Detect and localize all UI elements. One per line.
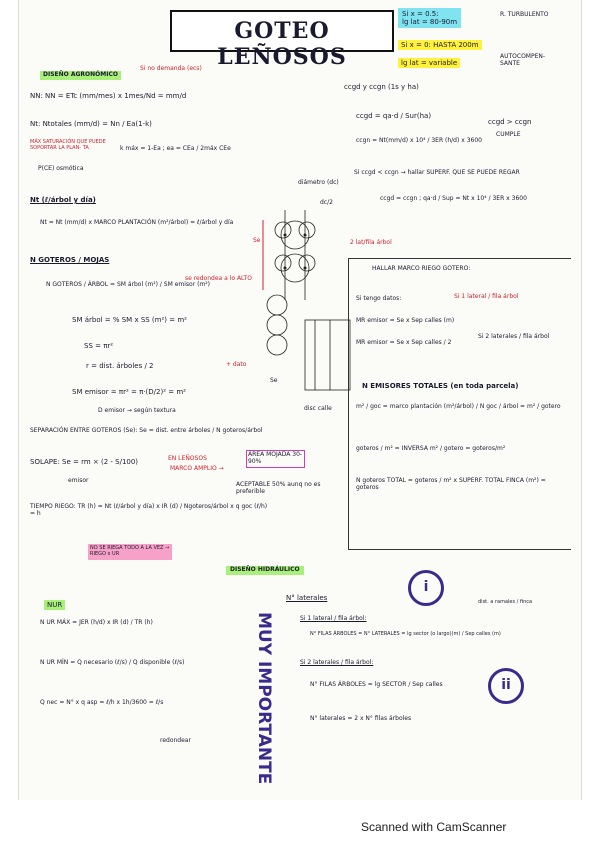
formula-nt-arbol: Nt = Nt (mm/d) x MARCO PLANTACIÓN (m²/ár… bbox=[40, 219, 234, 226]
formula-m2-goc: m² / goc = marco plantación (m²/árbol) /… bbox=[356, 403, 561, 410]
note-redondea: se redondea a lo ALTO bbox=[185, 275, 252, 282]
label-si1-lat: Si 1 lateral / fila árbol: bbox=[300, 615, 367, 622]
heading-diseno-hidraulico: DISEÑO HIDRÁULICO bbox=[226, 566, 304, 575]
footer-camscanner: Scanned with CamScanner bbox=[361, 820, 507, 834]
label-laterales-fila: Si 1 lateral / fila árbol bbox=[454, 293, 519, 300]
formula-nn: NN: NN = ETc (mm/mes) x 1mes/Nd = mm/d bbox=[30, 92, 187, 100]
formula-sm-arbol: SM árbol = % SM x SS (m²) = m² bbox=[72, 316, 187, 324]
label-se: Se bbox=[253, 237, 261, 244]
box-area-mojada: ÁREA MOJADA 30-90% bbox=[246, 450, 305, 468]
note-x05-line2: lg lat = 80-90m bbox=[402, 18, 458, 27]
formula-n-filas1: N° FILAS ÁRBOLES = N° LATERALES = lg sec… bbox=[310, 631, 501, 637]
label-diametro: diámetro (dc) bbox=[298, 179, 339, 186]
muy-importante-text: MUY IMPORTANTE bbox=[254, 612, 274, 785]
heading-hallar-marco: HALLAR MARCO RIEGO GOTERO: bbox=[372, 265, 471, 272]
note-no-se-riega: NO SE RIEGA TODO A LA VEZ → RIEGO x UR bbox=[88, 544, 172, 560]
circle-i: i bbox=[408, 570, 444, 606]
note-max-saturacion: MÁX SATURACIÓN QUE PUEDE SOPORTAR LA PLA… bbox=[30, 139, 106, 151]
note-lglat: lg lat = variable bbox=[398, 58, 461, 69]
notebook-page bbox=[18, 0, 582, 800]
label-si2-lat: Si 2 laterales / fila árbol: bbox=[300, 659, 374, 666]
formula-mr-emisor1: MR emisor = Se x Sep calles (m) bbox=[356, 317, 455, 324]
note-x05-line1: Si x = 0.5: bbox=[402, 10, 439, 18]
heading-ccgd: ccgd y ccgn (1s y ha) bbox=[344, 83, 419, 91]
formula-n-laterales2: N° laterales = 2 x N° filas árboles bbox=[310, 715, 412, 722]
note-d-emisor: D emisor → según textura bbox=[98, 407, 176, 414]
page-title: GOTEO LEÑOSOS bbox=[217, 18, 347, 70]
heading-diseno-agronomico: DISEÑO AGRONÓMICO bbox=[40, 71, 121, 80]
circle-ii: ii bbox=[488, 668, 524, 704]
formula-goteros-m2: goteros / m² = INVERSA m² / gotero = got… bbox=[356, 445, 506, 452]
formula-s-emisor: SM emisor = πr² = π·(D/2)² = m² bbox=[72, 388, 186, 396]
formula-solape: SOLAPE: Se = rm × (2 - S/100) bbox=[30, 458, 139, 466]
label-emisor: emisor bbox=[68, 477, 89, 484]
formula-n-filas2: N° FILAS ÁRBOLES = lg SECTOR / Sep calle… bbox=[310, 681, 443, 688]
formula-n-goteros: N GOTEROS / ÁRBOL = SM árbol (m²) / SM e… bbox=[46, 281, 211, 288]
note-aceptable: ACEPTABLE 50% aunq no es preferible bbox=[236, 481, 321, 495]
label-disc-calle: disc calle bbox=[304, 405, 332, 412]
formula-separacion: SEPARACIÓN ENTRE GOTEROS (Se): Se = dist… bbox=[30, 427, 263, 434]
formula-mr-emisor2: MR emisor = Se x Sep calles / 2 bbox=[356, 339, 452, 346]
formula-ccgd-eq: ccgd = ccgn ; qa·d / Sup = Nt x 10⁴ / 3E… bbox=[380, 195, 527, 202]
circle-i-label: i bbox=[423, 579, 429, 595]
formula-nur-max: N UR MÁX = JER (h/d) x IR (d) / TR (h) bbox=[40, 619, 153, 626]
label-dc2: dc/2 bbox=[320, 199, 333, 206]
formula-ccgd: ccgd = qa·d / Sur(ha) bbox=[356, 112, 432, 120]
formula-nur-min: N UR MÍN = Q necesario (ℓ/s) / Q disponi… bbox=[40, 659, 185, 666]
heading-nur: NUR bbox=[44, 600, 66, 611]
circle-ii-label: ii bbox=[501, 677, 511, 693]
note-dato: + dato bbox=[226, 361, 247, 368]
heading-nt-arbol: Nt (ℓ/árbol y día) bbox=[30, 196, 96, 204]
label-lat-fila: 2 lat/fila árbol bbox=[350, 239, 392, 246]
note-dist-ramales: dist. a ramales / finca bbox=[478, 599, 533, 605]
label-si2-laterales: Si 2 laterales / fila árbol bbox=[478, 333, 550, 340]
note-si-no-demanda: Si no demanda (ecs) bbox=[140, 65, 202, 72]
heading-n-goteros: N GOTEROS / MOJAS bbox=[30, 256, 110, 264]
note-en-lenosos: EN LEÑOSOS bbox=[168, 455, 207, 462]
formula-kmax: k máx = 1-Ea ; ea = CEa / 2máx CEe bbox=[120, 145, 231, 152]
title-box: GOTEO LEÑOSOS bbox=[170, 10, 394, 70]
formula-ss: SS = πr² bbox=[84, 342, 114, 350]
note-x0: Si x = 0: HASTA 200m bbox=[398, 40, 482, 51]
formula-nt: Nt: Ntotales (mm/d) = Nn / Ea(1-k) bbox=[30, 120, 152, 128]
note-si-ccgd-lt: Si ccgd < ccgn → hallar SUPERF. QUE SE P… bbox=[354, 169, 520, 176]
formula-r: r = dist. árboles / 2 bbox=[86, 362, 154, 370]
note-ccgd-gt: ccgd > ccgn bbox=[488, 118, 532, 126]
note-turbulento: R. TURBULENTO bbox=[500, 11, 549, 18]
formula-tiempo-riego: TIEMPO RIEGO: TR (h) = Nt (ℓ/árbol y día… bbox=[30, 503, 268, 517]
note-marco-amplio: MARCO AMPLIO → bbox=[170, 465, 224, 472]
box-marco-riego bbox=[348, 258, 571, 550]
formula-qnec: Q nec = N° x q asp = ℓ/h x 1h/3600 = ℓ/s bbox=[40, 699, 164, 706]
label-si-tengo: Si tengo datos: bbox=[356, 295, 402, 302]
muy-importante: MUY IMPORTANTE bbox=[248, 612, 278, 785]
formula-ccgn: ccgn = Nt(mm/d) x 10⁴ / 3ER (h/d) x 3600 bbox=[356, 137, 482, 144]
note-p-osmotica: P(CE) osmótica bbox=[38, 165, 84, 172]
note-autocompensante: AUTOCOMPEN- SANTE bbox=[500, 53, 546, 67]
note-x05: Si x = 0.5: lg lat = 80-90m bbox=[398, 8, 462, 29]
heading-n-emisores: N EMISORES TOTALES (en toda parcela) bbox=[362, 382, 519, 390]
label-se2: Se bbox=[270, 377, 278, 384]
tree-diagram bbox=[262, 210, 351, 391]
note-cumple: CUMPLE bbox=[496, 131, 521, 138]
formula-n-goteros-total: N goteros TOTAL = goteros / m² x SUPERF.… bbox=[356, 477, 546, 491]
heading-n-laterales: N° laterales bbox=[286, 594, 328, 602]
note-redondear: redondear bbox=[160, 737, 191, 744]
note-x0-line: Si x = 0: HASTA 200m bbox=[401, 41, 479, 49]
